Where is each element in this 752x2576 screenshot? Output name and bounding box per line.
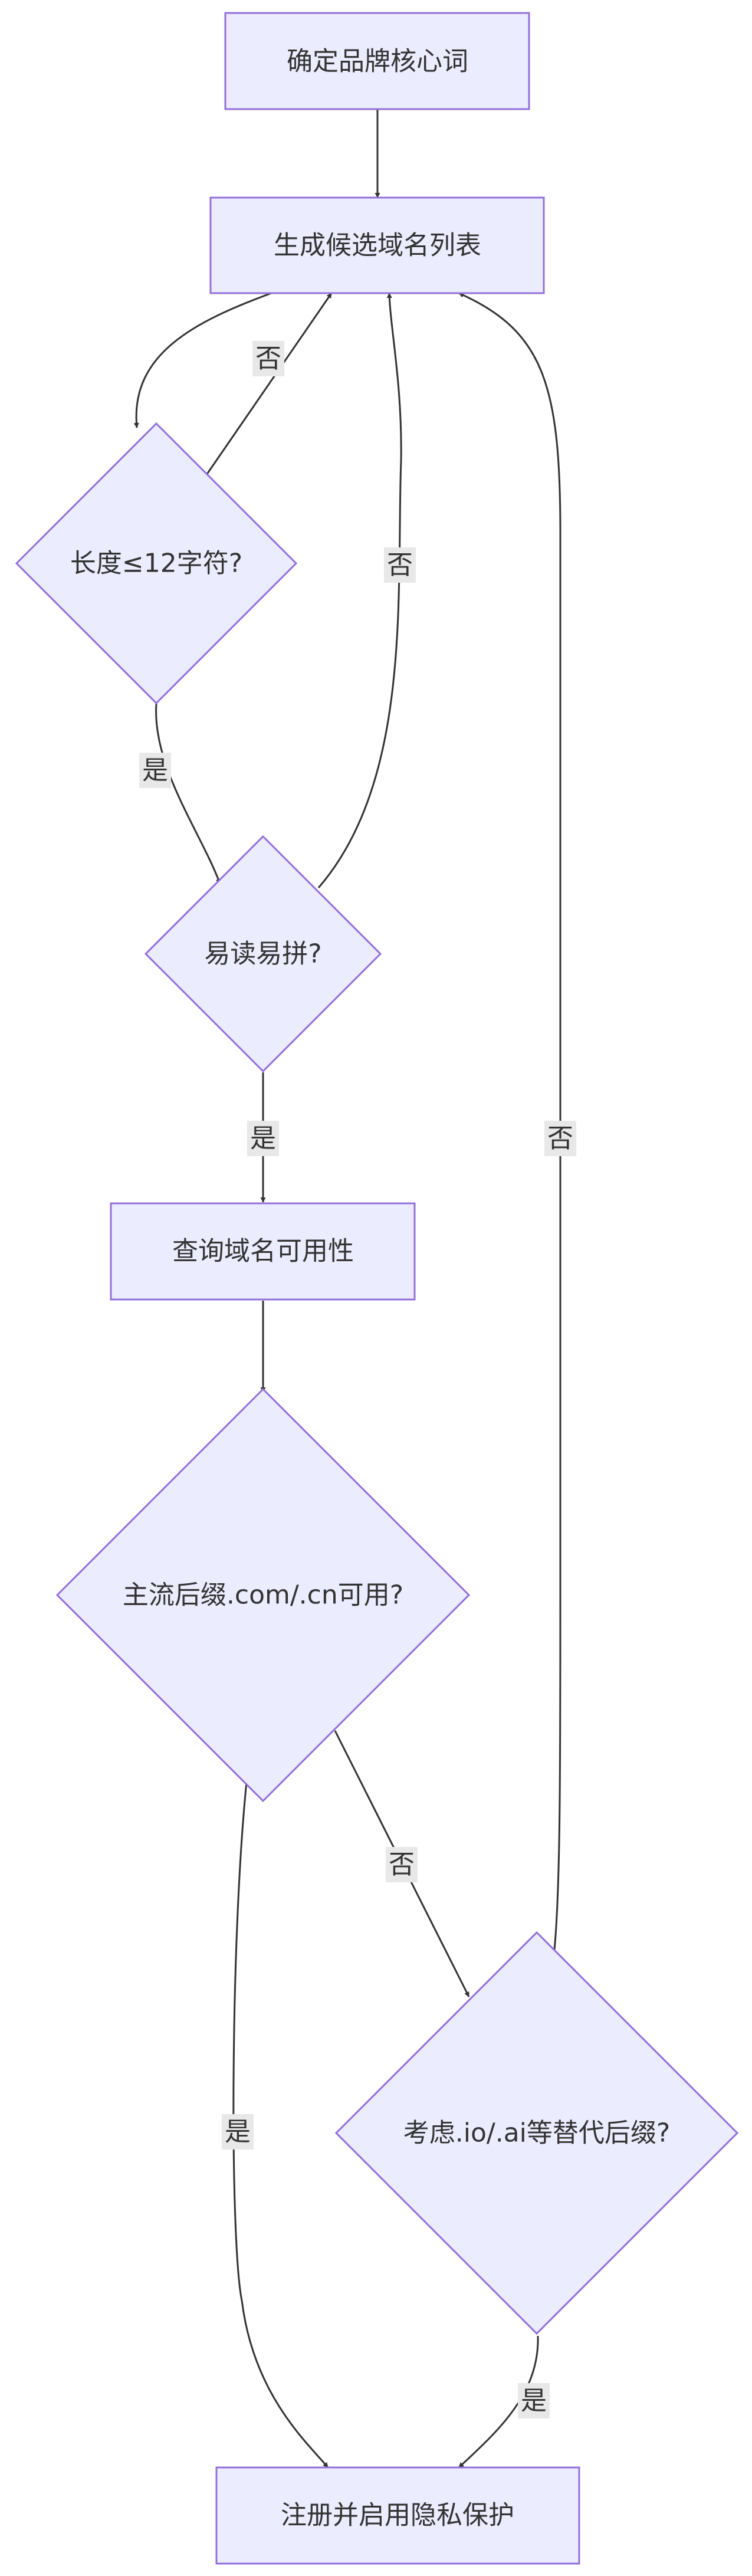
edge-label-bg-alt-no [544,1121,576,1156]
edge-label-main-no: 否 [389,1850,415,1880]
nodes: 确定品牌核心词 生成候选域名列表 长度≤12字符? 易读易拼? 查询域名可用性 … [15,12,739,2565]
node-length-check-label: 长度≤12字符? [70,549,242,579]
node-alt-suffix-check: 考虑.io/.ai等替代后缀? [334,1931,739,2335]
edge-main-yes [232,1781,329,2468]
edge-label-bg-length-no [252,341,284,376]
edge-length-no [204,293,333,477]
edge-alt-no [458,292,561,1950]
edge-label-bg-readable-no [384,547,416,583]
node-main-suffix-check-label: 主流后缀.com/.cn可用? [123,1580,403,1610]
edges [133,109,561,2469]
node-brand-keyword: 确定品牌核心词 [224,12,530,110]
edge-list-to-length [133,292,272,428]
node-readable-check-diamond [144,835,382,1073]
edge-label-alt-no: 否 [547,1124,573,1154]
edge-label-bg-alt-yes [518,2383,550,2419]
edge-label-readable-yes: 是 [250,1124,276,1154]
node-brand-keyword-label: 确定品牌核心词 [287,47,468,77]
node-length-check-diamond [15,422,298,705]
edge-label-bg-main-yes [222,2114,254,2150]
node-query-availability-label: 查询域名可用性 [172,1236,354,1266]
edge-label-bg-length-yes [139,753,171,788]
edge-labels: 否 否 是 是 否 否 是 是 [139,341,576,2419]
edge-label-bg-main-no [386,1847,418,1882]
edge-label-length-yes: 是 [142,756,168,786]
edge-label-alt-yes: 是 [521,2386,547,2416]
edge-alt-yes [458,2335,539,2469]
edge-label-readable-no: 否 [387,550,413,580]
edge-label-main-yes: 是 [225,2117,251,2147]
node-generate-list-box [209,196,545,294]
node-query-availability: 查询域名可用性 [110,1202,416,1301]
node-alt-suffix-check-diamond [334,1931,739,2335]
node-readable-check-label: 易读易拼? [204,939,321,969]
edge-readable-no [317,293,402,888]
node-length-check: 长度≤12字符? [15,422,298,705]
node-query-availability-box [110,1202,416,1301]
node-generate-list: 生成候选域名列表 [209,196,545,294]
node-alt-suffix-check-label: 考虑.io/.ai等替代后缀? [403,2118,670,2148]
node-readable-check: 易读易拼? [144,835,382,1073]
node-brand-keyword-box [224,12,530,110]
node-register-box [215,2466,580,2565]
edge-label-bg-readable-yes [247,1121,279,1156]
edge-length-yes [155,703,221,884]
node-main-suffix-check-diamond [55,1387,471,1803]
node-main-suffix-check: 主流后缀.com/.cn可用? [55,1387,471,1803]
node-register-label: 注册并启用隐私保护 [281,2500,514,2531]
edge-label-length-no: 否 [255,344,281,374]
node-register: 注册并启用隐私保护 [215,2466,580,2565]
node-generate-list-label: 生成候选域名列表 [274,231,481,261]
